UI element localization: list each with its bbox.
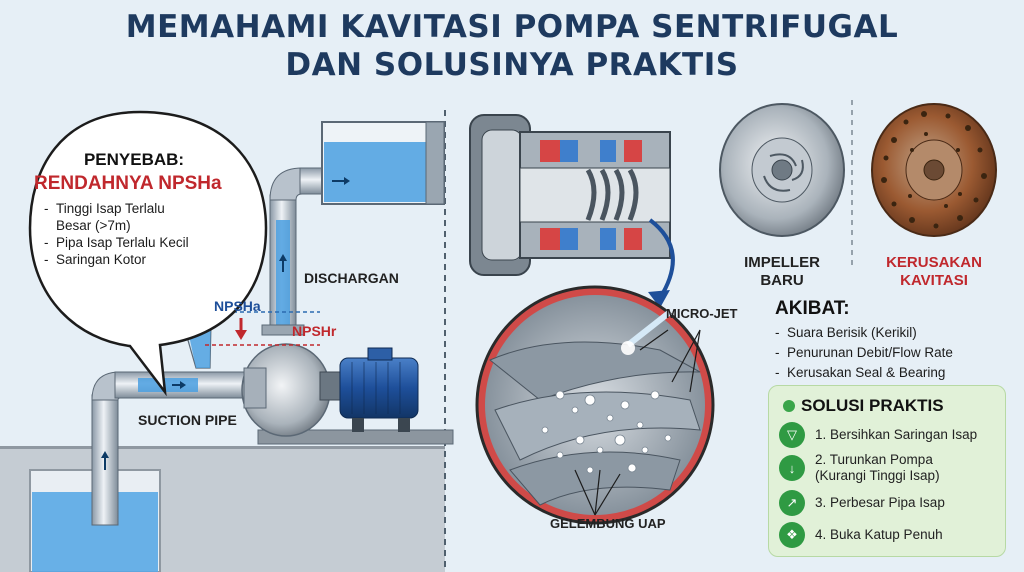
gelembung-label: GELEMBUNG UAP xyxy=(550,516,666,531)
solusi-step-text: 1. Bersihkan Saringan Isap xyxy=(815,427,978,442)
akibat-heading: AKIBAT: xyxy=(775,298,850,319)
impeller-new-label: IMPELLER BARU xyxy=(744,254,820,289)
solusi-step-text: 3. Perbesar Pipa Isap xyxy=(815,495,945,510)
solusi-step: ↗ 3. Perbesar Pipa Isap xyxy=(779,490,945,516)
discharge-pipe xyxy=(269,121,445,336)
penyebab-list: Tinggi Isap Terlalu Besar (>7m) Pipa Isa… xyxy=(44,200,264,268)
impeller-new xyxy=(719,103,845,237)
bullet-icon xyxy=(783,400,795,412)
title-line-1: MEMAHAMI KAVITASI POMPA SENTRIFUGAL xyxy=(125,9,899,45)
page-title: MEMAHAMI KAVITASI POMPA SENTRIFUGAL DAN … xyxy=(0,8,1024,84)
impeller-damaged-label: KERUSAKAN KAVITASI xyxy=(886,254,982,289)
solusi-step-text: 4. Buka Katup Penuh xyxy=(815,527,943,542)
mechanical-seal xyxy=(469,114,675,308)
npshr-label: NPSHr xyxy=(292,323,337,339)
solusi-step: ▽ 1. Bersihkan Saringan Isap xyxy=(779,422,977,448)
list-item: Suara Berisik (Kerikil) xyxy=(775,323,1015,343)
solusi-step: ↓ 2. Turunkan Pompa (Kurangi Tinggi Isap… xyxy=(779,452,975,484)
list-item: Kerusakan Seal & Bearing xyxy=(775,363,1015,383)
discharge-label: DISCHARGAN xyxy=(304,270,399,286)
solusi-panel: SOLUSI PRAKTIS ▽ 1. Bersihkan Saringan I… xyxy=(768,385,1006,557)
impeller-damaged xyxy=(871,103,997,237)
title-line-2: DAN SOLUSINYA PRAKTIS xyxy=(285,47,739,83)
list-item: Penurunan Debit/Flow Rate xyxy=(775,343,1015,363)
valve-icon: ❖ xyxy=(779,522,805,548)
micro-jet-label: MICRO-JET xyxy=(666,306,738,321)
solusi-step: ❖ 4. Buka Katup Penuh xyxy=(779,522,943,548)
list-item: Pipa Isap Terlalu Kecil xyxy=(44,234,264,251)
npsha-label: NPSHa xyxy=(214,298,261,314)
list-item: Saringan Kotor xyxy=(44,251,264,268)
suction-label: SUCTION PIPE xyxy=(138,412,237,428)
penyebab-highlight: RENDAHNYA NPSHa xyxy=(34,173,222,194)
ground xyxy=(0,446,445,572)
expand-icon: ↗ xyxy=(779,490,805,516)
cavitation-zoom xyxy=(475,285,715,525)
list-item: Tinggi Isap Terlalu Besar (>7m) xyxy=(44,200,179,234)
solusi-heading: SOLUSI PRAKTIS xyxy=(783,396,944,416)
solusi-heading-text: SOLUSI PRAKTIS xyxy=(801,396,944,415)
pump-down-icon: ↓ xyxy=(779,455,805,481)
filter-icon: ▽ xyxy=(779,422,805,448)
penyebab-panel: PENYEBAB: RENDAHNYA NPSHa Tinggi Isap Te… xyxy=(34,150,264,268)
akibat-list: Suara Berisik (Kerikil) Penurunan Debit/… xyxy=(775,323,1015,383)
solusi-step-text: 2. Turunkan Pompa (Kurangi Tinggi Isap) xyxy=(815,452,940,483)
suction-pipe xyxy=(91,371,256,526)
penyebab-heading: PENYEBAB: xyxy=(83,150,185,169)
pump xyxy=(241,324,454,445)
akibat-panel: AKIBAT: Suara Berisik (Kerikil) Penuruna… xyxy=(775,298,1015,383)
